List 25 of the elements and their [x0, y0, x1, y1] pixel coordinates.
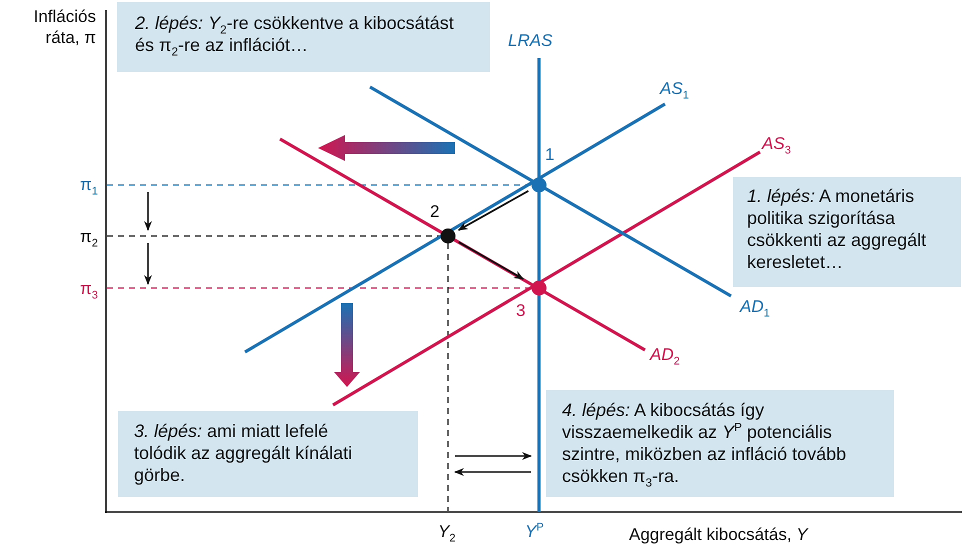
step-text: 2. lépés: Y$_{2}$-re csökkentve a kibocsátást és π$_{2}$-re az inflációt… [135, 12, 455, 56]
curve-label: AD$_{2}$ [650, 344, 680, 365]
axis-title: Aggregált kibocsátás, Y [629, 524, 808, 545]
curve-label: AD$_{1}$ [740, 296, 770, 317]
step-text: 3. lépés: ami miatt lefelé tolódik az aggregált kínálati görbe. [134, 420, 354, 486]
axis-tick-label: π$_{1}$ [80, 174, 98, 195]
callout-box [118, 411, 418, 497]
callout-box [733, 177, 961, 287]
curve-label: AS$_{1}$ [660, 78, 689, 99]
axis-title: Inflációs ráta, π [32, 6, 96, 48]
arrow [458, 190, 529, 231]
callout-box [546, 390, 894, 497]
curve-label: LRAS [508, 30, 552, 51]
curve-label: AS$_{3}$ [762, 133, 791, 154]
axis-tick-label: Y$_{2}$ [438, 521, 456, 542]
point-number: 2 [430, 202, 440, 222]
axis-tick-label: π$_{3}$ [80, 278, 98, 299]
axis-tick-label: π$_{2}$ [80, 226, 98, 247]
step-text: 4. lépés: A kibocsátás így visszaemelkedik az Y$^{P}$ potenciális szintre, miközben az infláció tovább csökken π$_{3}$-ra. [562, 399, 848, 487]
arrow [458, 241, 524, 280]
callout-box [117, 2, 490, 72]
point-number: 3 [516, 301, 526, 321]
point-number: 1 [545, 145, 554, 165]
axis-tick-label: Y$^{P}$ [525, 521, 544, 542]
step-text: 1. lépés: A monetáris politika szigorítása csökkenti az aggregált keresletet… [747, 185, 928, 273]
